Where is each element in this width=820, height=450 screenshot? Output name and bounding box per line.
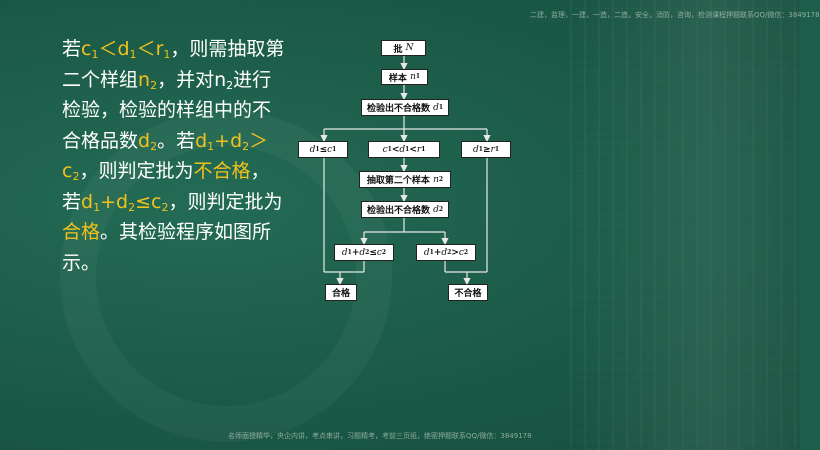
watermark-bottom: 名师面授精华，央企内讲，考点串讲，习题精考，考前三页纸，绝密押题联系QQ/微信：…: [228, 432, 532, 440]
explanation-text: 若c1＜d1＜r1，则需抽取第二个样组n2，并对n2进行检验，检验的样组中的不合…: [26, 34, 288, 278]
node-accept: 合格: [325, 284, 357, 301]
watermark-top: 二建，监理，一建，一造，二造，安全，消防，咨询，检测课程押题联系QQ/微信：38…: [530, 11, 820, 19]
verdict-accept-text: 合格: [62, 221, 101, 243]
node-batch: 批 N: [381, 40, 426, 56]
node-reject: 不合格: [448, 284, 488, 301]
paragraph-1: 若c1＜d1＜r1，则需抽取第二个样组n2，并对n2进行检验，检验的样组中的不合…: [62, 38, 285, 183]
flowchart-connectors: [320, 56, 491, 286]
paragraph-2: 若d1+d2≤c2，则判定批为合格。其检验程序如图所示。: [62, 190, 283, 274]
verdict-reject-text: 不合格: [193, 160, 251, 182]
background-building-image: [570, 0, 800, 450]
